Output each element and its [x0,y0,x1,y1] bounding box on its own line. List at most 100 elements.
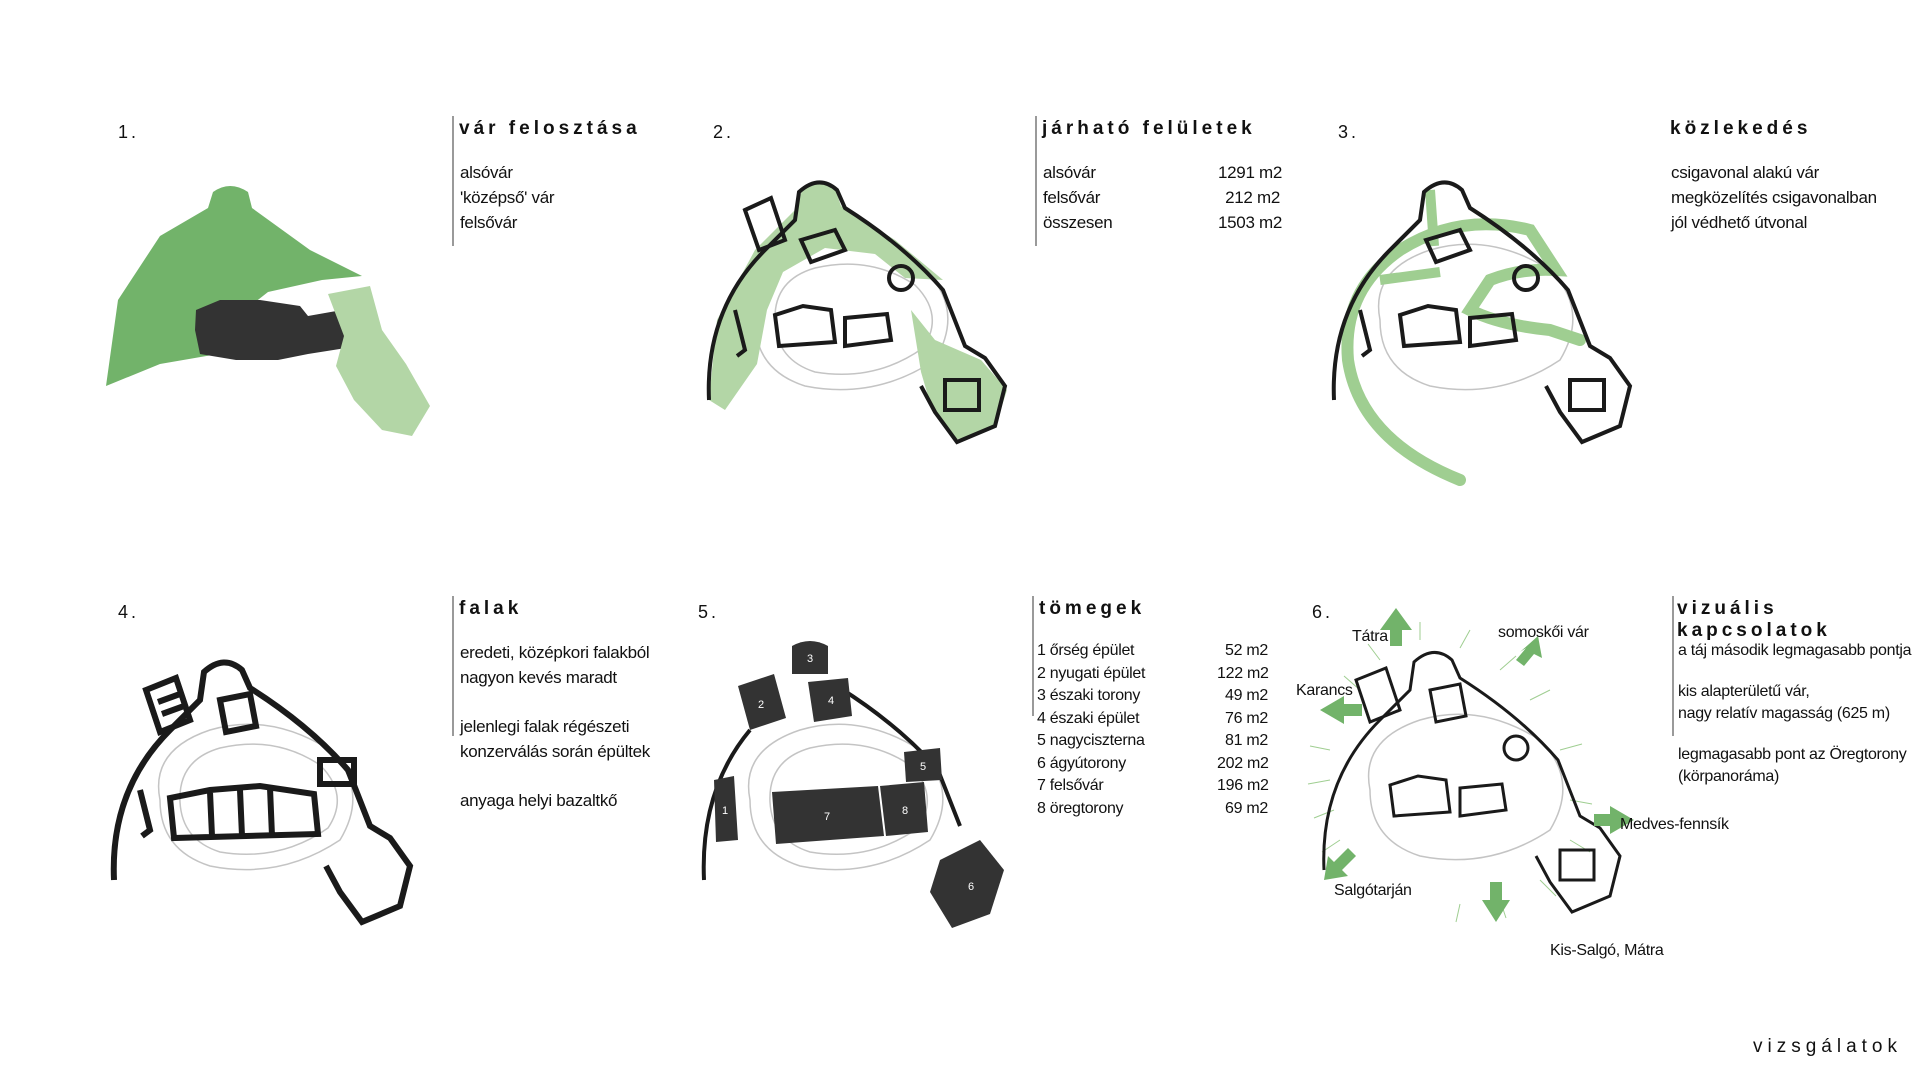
division-diagram [106,186,430,436]
mass-label: 6 ágyútorony [1037,754,1126,772]
divider [452,116,454,246]
note-line: nagyon kevés maradt [460,668,617,687]
walkable-lower-castle [709,182,943,410]
arrow-salgotarjan [1324,848,1356,880]
direction-label-tatra: Tátra [1352,628,1388,645]
note-line: megközelítés csigavonalban [1671,188,1877,207]
mass-value: 76 m2 [1225,709,1268,727]
view-lines [1307,622,1593,923]
panel-notes: csigavonal alakú vár megközelítés csigav… [1671,160,1877,235]
castle-walls [110,659,414,926]
direction-label-medves: Medves-fennsík [1620,816,1729,833]
note-line: a táj második legmagasabb pontja [1678,642,1912,659]
table-row: 4 északi épület 76 m2 [1037,708,1268,731]
panel-number: 1. [118,122,140,142]
panel-title: közlekedés [1670,118,1812,139]
mass-value: 196 m2 [1217,777,1269,794]
footer-label: vizsgálatok [1753,1036,1902,1057]
panel-notes: a táj második legmagasabb pontja kis ala… [1678,640,1912,789]
mass-number: 7 [824,811,830,823]
mass-value: 49 m2 [1225,687,1268,704]
area-value: 1291 m2 [1218,163,1283,182]
note-line: nagy relatív magasság (625 m) [1678,705,1890,722]
divider [452,596,454,736]
area-label: felsővár [1043,188,1101,207]
divider [1032,596,1034,716]
arrow-medves [1594,806,1634,834]
note-line: anyaga helyi bazaltkő [460,791,618,810]
mass-label: 2 nyugati épület [1037,664,1146,682]
mass-value: 81 m2 [1225,732,1268,749]
panel-5: 5. 1 2 3 4 5 6 7 8 tömegek 1 őrség épüle… [680,590,1300,1030]
contour-lines [157,723,354,871]
mass-label: 1 őrség épület [1037,642,1135,659]
panel-title: falak [459,598,523,619]
panel-title: járható felületek [1042,118,1256,139]
panel-6: 6. Tátra somoskői vár Karancs Medves-fen… [1296,590,1920,1030]
mass-number: 2 [758,699,764,711]
spiral-route [1341,218,1586,486]
area-label: alsóvár [1043,163,1096,182]
panel-3: 3. közlekedés csigavonal alakú vár megkö… [1320,110,1920,550]
mass-value: 52 m2 [1225,642,1268,659]
divider [1672,596,1674,736]
castle-walls [706,180,1008,445]
note-line: jelenlegi falak régészeti [460,717,630,736]
note-line: konzerválás során épültek [460,742,651,761]
mass-number: 4 [828,695,834,707]
contour-lines [747,723,944,871]
table-row: 5 nagyciszterna 81 m2 [1037,730,1268,753]
walkable-surfaces-plan [706,180,1008,445]
mass-number: 5 [920,761,926,773]
walkable-upper-castle [911,310,1007,440]
area-value: 1503 m2 [1218,213,1283,232]
lower-castle-area [106,186,362,386]
contour-lines [1377,243,1574,391]
mass-label: 8 öregtorony [1037,799,1124,817]
castle-walls [1331,180,1633,445]
mass-label: 4 északi épület [1037,709,1140,727]
direction-arrows [1320,608,1634,922]
table-row: 1 őrség épület 52 m2 [1037,640,1268,663]
castle-walls [1322,651,1622,914]
walls-plan [110,659,414,926]
panel-title: vár felosztása [459,118,641,139]
upper-castle-area [195,300,364,360]
spiral-route-branch [1379,189,1441,285]
panel-notes: alsóvár 'középső' vár felsővár [460,160,555,235]
note-line: kis alapterületű vár, [1678,682,1810,700]
note-line: (körpanoráma) [1678,768,1780,785]
note-line: 'középső' vár [460,188,555,207]
divider [1035,116,1037,246]
arrow-kis-salgo [1482,882,1510,922]
panel-number: 2. [713,122,735,142]
panel-2: 2. járható felületek alsóvár 1291 m2 fels… [695,110,1315,550]
table-row: összesen 1503 m2 [1043,210,1283,235]
direction-label-salgotarjan: Salgótarján [1334,882,1412,899]
direction-label-kis-salgo: Kis-Salgó, Mátra [1550,942,1664,959]
panel-title: tömegek [1039,598,1146,619]
panel-number: 5. [698,602,720,622]
direction-label-karancs: Karancs [1296,682,1353,699]
panel-4: 4. falak eredeti, középkori falakból nag… [100,590,720,1030]
middle-castle-area [328,286,430,436]
area-label: összesen [1043,213,1113,232]
mass-numbers: 1 2 3 4 5 6 7 8 [722,653,974,893]
mass-number: 8 [902,805,908,817]
mass-label: 5 nagyciszterna [1037,732,1145,749]
masses-plan: 1 2 3 4 5 6 7 8 [701,641,1004,928]
direction-label-somoskoi: somoskői vár [1498,624,1589,641]
panel-notes: eredeti, középkori falakból nagyon kevés… [460,640,650,813]
note-line: legmagasabb pont az Öregtorony [1678,745,1907,763]
mass-number: 6 [968,881,974,893]
panel-number: 4. [118,602,140,622]
mass-number: 3 [807,653,813,665]
note-line: alsóvár [460,163,513,182]
note-line: eredeti, középkori falakból [460,643,650,662]
panel-title: vizuális kapcsolatok [1677,598,1831,641]
